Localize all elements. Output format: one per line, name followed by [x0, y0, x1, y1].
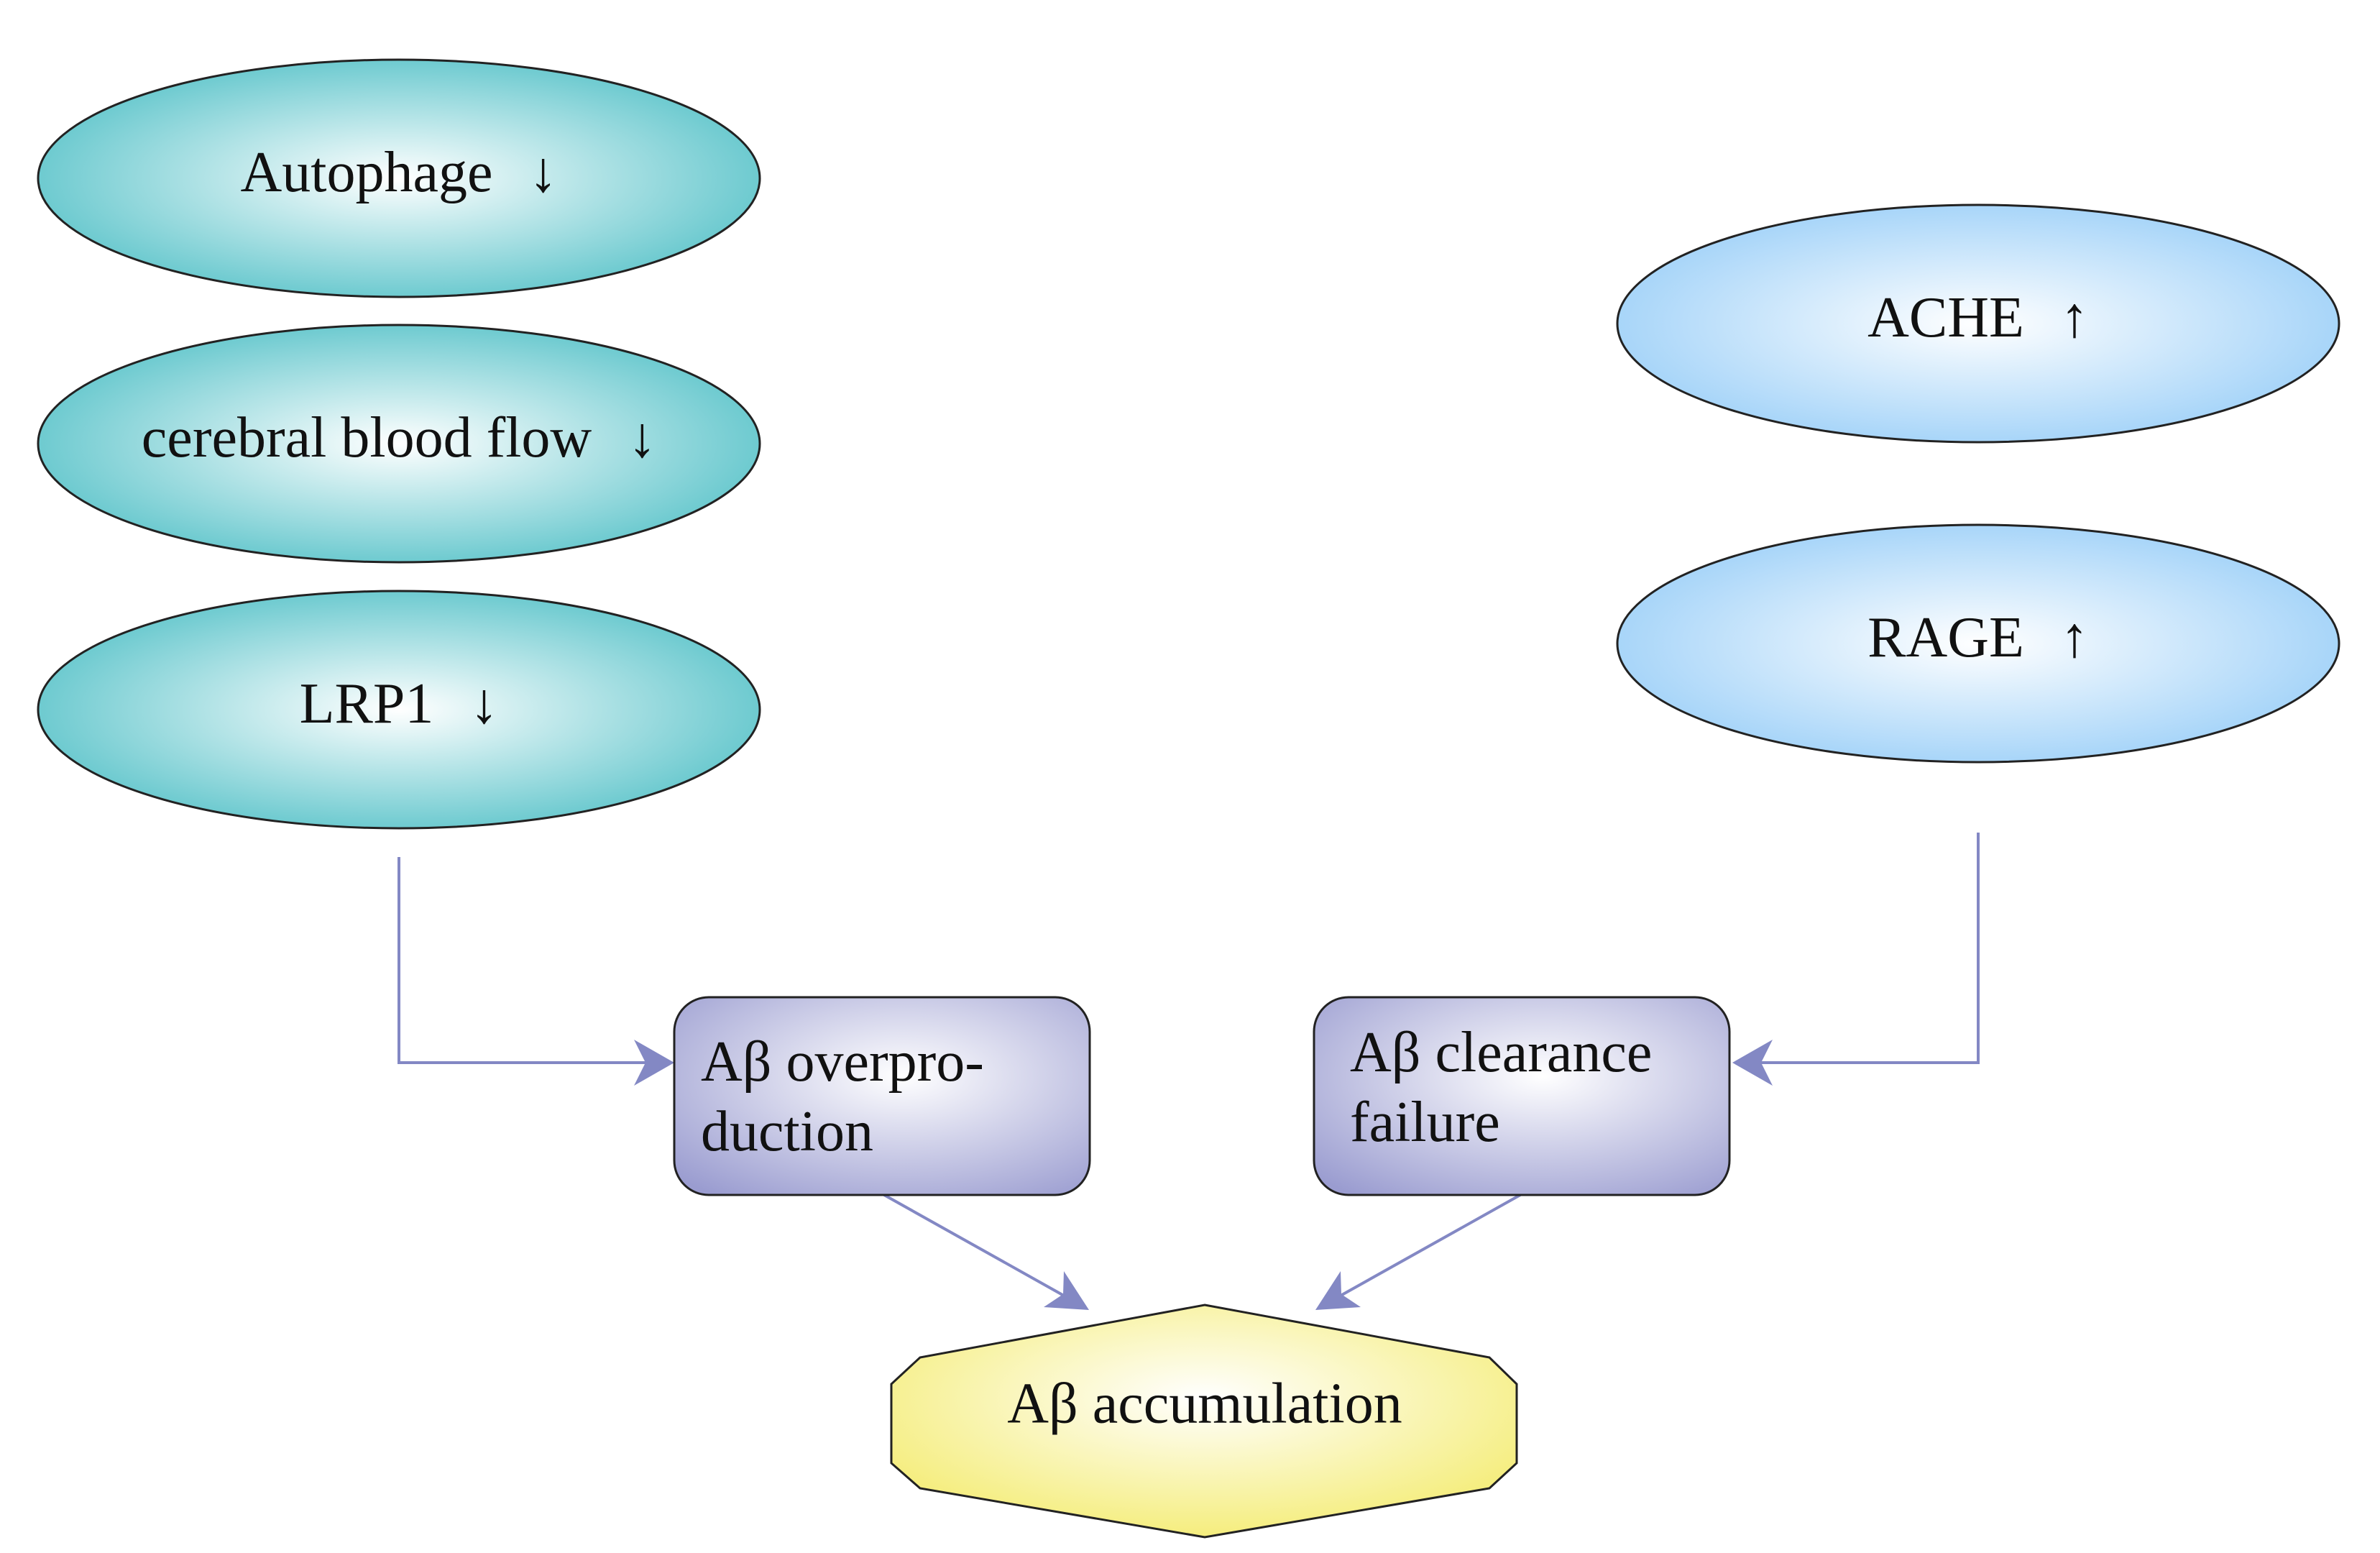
process-overproduction: Aβ overpro- duction — [673, 996, 1091, 1196]
node-cerebral-blood-flow: cerebral blood flow ↓ — [37, 324, 761, 564]
cerebral-blood-flow-ellipse — [37, 324, 761, 564]
lrp1-ellipse — [37, 590, 761, 830]
accumulation-left-arrowhead-icon — [1044, 1271, 1089, 1310]
node-autophage: Autophage ↓ — [37, 58, 761, 298]
overproduction-to-accumulation-connector — [883, 1194, 1065, 1297]
process-clearance-failure: Aβ clearance failure — [1313, 996, 1731, 1196]
overproduction-label: Aβ overpro- duction — [701, 1030, 998, 1163]
ache-text: ACHE — [1867, 286, 2024, 349]
overproduction-box — [673, 996, 1091, 1196]
right-factor-group: ACHE ↑ RAGE ↑ — [1616, 203, 2340, 764]
overproduction-line-1: Aβ overpro- — [701, 1030, 984, 1094]
clearance-to-accumulation-connector — [1340, 1194, 1521, 1297]
clearance-failure-line-1: Aβ clearance — [1350, 1021, 1652, 1084]
overproduction-arrowhead-icon — [634, 1040, 674, 1086]
up-arrow-icon: ↑ — [2060, 606, 2089, 669]
node-rage: RAGE ↑ — [1616, 523, 2340, 764]
accumulation-hexagon — [890, 1304, 1518, 1539]
clearance-failure-label: Aβ clearance failure — [1350, 1021, 1666, 1154]
ache-label: ACHE ↑ — [1867, 286, 2089, 349]
up-arrow-icon: ↑ — [2060, 286, 2089, 349]
clearance-arrowhead-icon — [1732, 1040, 1773, 1086]
down-arrow-icon: ↓ — [529, 141, 558, 204]
connector-group — [398, 833, 1980, 1310]
ache-ellipse — [1616, 203, 2340, 444]
node-lrp1: LRP1 ↓ — [37, 590, 761, 830]
autophage-label: Autophage ↓ — [240, 141, 557, 204]
outcome-accumulation: Aβ accumulation — [890, 1304, 1518, 1539]
clearance-failure-box — [1313, 996, 1731, 1196]
left-factors-to-overproduction-connector — [398, 857, 647, 1064]
clearance-failure-line-2: failure — [1350, 1091, 1500, 1154]
accumulation-label: Aβ accumulation — [1007, 1372, 1402, 1435]
cerebral-blood-flow-label: cerebral blood flow ↓ — [142, 406, 656, 469]
autophage-ellipse — [37, 58, 761, 298]
autophage-text: Autophage — [240, 141, 492, 204]
down-arrow-icon: ↓ — [469, 672, 498, 736]
rage-ellipse — [1616, 523, 2340, 764]
rage-label: RAGE ↑ — [1867, 606, 2089, 669]
left-factor-group: Autophage ↓ cerebral blood flow ↓ LRP1 ↓ — [37, 58, 761, 830]
rage-text: RAGE — [1867, 606, 2024, 669]
lrp1-label: LRP1 ↓ — [300, 672, 499, 736]
node-ache: ACHE ↑ — [1616, 203, 2340, 444]
accumulation-right-arrowhead-icon — [1315, 1271, 1361, 1310]
lrp1-text: LRP1 — [300, 672, 434, 736]
down-arrow-icon: ↓ — [628, 406, 656, 469]
right-factors-to-clearance-connector — [1760, 833, 1980, 1064]
overproduction-line-2: duction — [701, 1100, 873, 1163]
cerebral-blood-flow-text: cerebral blood flow — [142, 406, 592, 469]
